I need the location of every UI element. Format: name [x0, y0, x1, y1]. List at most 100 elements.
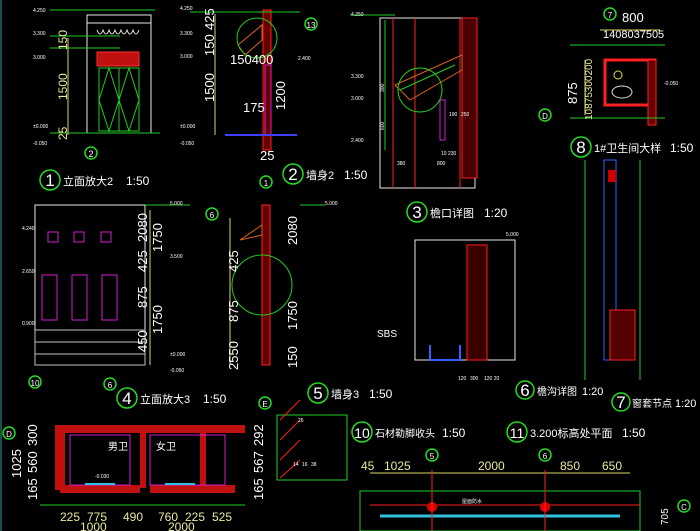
title-6[interactable]: 6 檐沟详图 1:20	[515, 380, 603, 400]
dimension-label: 600	[380, 121, 386, 130]
dimension-label: 2550	[226, 341, 241, 370]
title-3[interactable]: 3 檐口详图 1:20	[406, 201, 508, 223]
axis-bubble: D	[6, 430, 12, 439]
level-label: 5.000	[506, 232, 519, 238]
title-name: 窗套节点	[632, 397, 672, 410]
level-label: -0.050	[170, 368, 184, 374]
title-name: 石材勒脚收头	[375, 427, 435, 440]
dimension-label: 292	[251, 424, 266, 446]
material-label: SBS	[377, 329, 397, 340]
level-label: ±0.000	[33, 124, 48, 130]
axis-bubble: 7	[608, 11, 613, 20]
dimension-label: 225	[185, 510, 205, 524]
axis-bubble: D	[542, 112, 548, 121]
dimension-label: 1500	[202, 73, 217, 102]
level-label: -0.050	[664, 81, 678, 87]
dimension-label: 1025	[9, 449, 24, 478]
title-5[interactable]: 5 墙身3 1:50	[307, 382, 393, 404]
title-10[interactable]: 10 石材勒脚收头 1:50	[351, 421, 466, 443]
title-number: 1	[45, 171, 54, 190]
drawing-plan-3200: 45 1025 2000 850 650 屋面防水 705 5 6 C	[359, 448, 691, 531]
dimension-label: 225	[60, 510, 80, 524]
level-label: 0.900	[22, 321, 35, 327]
title-4[interactable]: 4 立面放大3 1:50	[116, 387, 227, 409]
level-label: 3.300	[33, 31, 46, 37]
title-scale: 1:50	[622, 426, 646, 440]
title-number: 5	[313, 384, 322, 403]
dimension-label: 175	[243, 100, 265, 115]
title-scale: 1:50	[442, 426, 466, 440]
axis-bubble: 6	[108, 381, 113, 390]
axis-bubble: C	[681, 503, 687, 512]
dimension-label: 450	[135, 330, 150, 352]
dimension-label: 850	[560, 459, 580, 473]
title-scale: 1:50	[670, 141, 694, 155]
dimension-label: 425	[226, 250, 241, 272]
axis-bubble: 6	[210, 211, 215, 220]
title-name: 立面放大3	[140, 392, 190, 406]
title-1[interactable]: 1 立面放大2 1:50	[39, 169, 150, 191]
level-label: -0.050	[33, 141, 47, 147]
level-label: 5.000	[170, 201, 183, 207]
dimension-label: 150	[285, 346, 300, 368]
drawing-elevation-3: 5.000 4.240 3.500 2.650 0.900 ±0.000 -0.…	[22, 201, 190, 391]
level-label: 2.400	[351, 138, 364, 144]
level-label: 3.300	[351, 74, 364, 80]
title-number: 3	[412, 203, 421, 222]
axis-bubble: 1	[264, 179, 269, 188]
dimension-label: 875	[135, 286, 150, 308]
title-name: 3.200标高处平面	[530, 426, 613, 440]
dimension-label: 1500	[56, 73, 70, 100]
dimension-label: 1000	[80, 520, 107, 531]
dimension-label: 10 230	[441, 151, 457, 157]
dimension-label: 800	[437, 161, 446, 167]
level-label: 3.300	[180, 31, 193, 37]
title-11[interactable]: 11 3.200标高处平面 1:50	[506, 421, 646, 443]
title-number: 11	[510, 425, 525, 441]
room-label: 女卫	[156, 440, 176, 453]
dimension-label: 10875300200	[584, 58, 595, 120]
title-number: 6	[520, 381, 529, 400]
title-number: 8	[576, 138, 585, 157]
dimension-label: 300	[470, 376, 479, 382]
room-label: 男卫	[108, 441, 128, 453]
level-label: 2.650	[22, 269, 35, 275]
title-8[interactable]: 8 1#卫生间大样 1:50	[570, 136, 694, 158]
drawing-toilet-plan: 男卫 女卫 -0.030 225 775 490 760 225 525 100…	[2, 424, 266, 531]
level-label: 4.250	[180, 6, 193, 12]
axis-bubble: 10	[31, 379, 40, 388]
level-label: 3.500	[170, 254, 183, 260]
dimension-label: 16	[302, 462, 308, 468]
dimension-label: 560	[25, 451, 40, 473]
title-scale: 1:20	[484, 206, 508, 220]
level-label: 2.400	[298, 56, 311, 62]
dimension-label: 165	[251, 478, 266, 500]
dimension-label: 25	[56, 126, 70, 140]
title-number: 7	[616, 393, 625, 412]
dimension-label: 425	[202, 8, 217, 30]
axis-bubble: 13	[307, 21, 316, 30]
drawing-wall-section-2: 4.250 3.300 3.000 ±0.000 -0.050 2.400 15…	[180, 6, 318, 189]
dimension-label: 567	[251, 451, 266, 473]
dimension-label: 1750	[150, 223, 165, 252]
drawing-stone-plinth: 26 14 16 38	[276, 399, 348, 481]
title-scale: 1:50	[126, 174, 150, 188]
level-label: 4.250	[351, 12, 364, 18]
level-label: -0.030	[95, 474, 109, 480]
level-label: 4.250	[33, 8, 46, 14]
dimension-label: 190	[449, 112, 458, 118]
drawing-wall-section-3: 5.000 425 875 2550 1750 150 2080 6 E	[205, 201, 338, 410]
level-label: ±0.000	[170, 352, 185, 358]
drawing-elevation-2: 4.250 3.300 3.000 ±0.000 -0.050 1500 150…	[33, 8, 160, 160]
axis-bubble: 6	[543, 452, 548, 461]
dimension-label: 525	[212, 510, 232, 524]
title-name: 1#卫生间大样	[594, 141, 661, 155]
level-label: 3.000	[180, 54, 193, 60]
title-2[interactable]: 2 墙身2 1:50	[282, 163, 368, 185]
title-7[interactable]: 7 窗套节点 1:20	[611, 392, 696, 412]
title-name: 墙身3	[331, 387, 359, 401]
title-name: 墙身2	[306, 168, 334, 182]
drawing-window-jamb	[584, 159, 641, 380]
